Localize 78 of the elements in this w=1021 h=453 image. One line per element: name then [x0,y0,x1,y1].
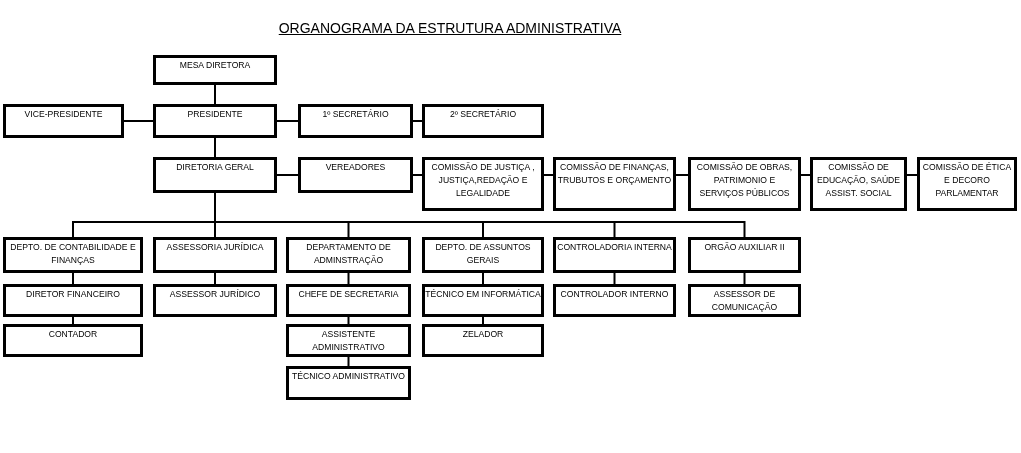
connector-line [214,84,216,105]
org-box [3,104,124,138]
position-label: DIRETOR FINANCEIRO [25,288,121,301]
position-label: VEREADORES [324,161,387,174]
connector-line [412,120,423,122]
connector-line [743,272,746,285]
org-box [553,157,676,211]
org-box [688,237,801,273]
org-box [422,157,544,211]
org-box [810,157,907,211]
position-label: 2º SECRETÁRIO [448,108,518,121]
org-box [153,284,277,317]
org-box [3,284,143,317]
org-box [917,157,1017,211]
org-box [298,104,413,138]
connector-line [482,272,484,285]
org-box [3,324,143,357]
org-box [3,237,143,273]
connector-line [347,272,350,285]
connector-line [543,174,554,176]
position-label: TÉCNICO EM INFORMÁTICA [425,288,541,301]
position-label: COMISSÃO DE OBRAS, PATRIMONIO E SERVIÇOS PÚBLICOS [695,161,794,200]
position-label: VICE-PRESIDENTE [23,108,104,121]
position-label: CONTROLADOR INTERNO [559,288,670,301]
connector-line [906,174,918,176]
position-label: DEPARTAMENTO DE ADMINSTRAÇÃO [305,241,392,267]
chart-title: ORGANOGRAMA DA ESTRUTURA ADMINISTRATIVA [278,20,622,36]
position-label: DEPTO. DE ASSUNTOS GERAIS [434,241,532,267]
org-box [553,284,676,317]
org-box [688,284,801,317]
position-label: ORGÃO AUXILIAR II [703,241,786,254]
position-label: COMISSÃO DE JUSTIÇA , JUSTIÇA,REDAÇÃO E LEGALIDADE [430,161,536,200]
position-label: PRESIDENTE [186,108,244,121]
connector-line [347,356,350,367]
position-label: COMISSÃO DE EDUCAÇÃO, SAÚDE ASSIST. SOCIAL [815,161,902,200]
position-label: CONTROLADORIA INTERNA [556,241,673,254]
position-label: ASSESSOR DE COMUNICAÇÃO [710,288,779,314]
connector-line [214,137,216,158]
org-box [153,157,277,193]
position-label: DIRETORIA GERAL [175,161,255,174]
connector-line [214,272,216,285]
connector-line [72,316,74,325]
position-label: COMISSÃO DE ÉTICA E DECORO PARLAMENTAR [921,161,1013,200]
connector-line [412,174,423,176]
org-box [286,284,411,317]
connector-line [347,316,350,325]
org-box [153,55,277,85]
position-label: ASSESSORIA JURÍDICA [165,241,265,254]
org-box [422,324,544,357]
position-label: ASSESSOR JURÍDICO [168,288,262,301]
org-box [298,157,413,193]
position-label: COMISSÃO DE FINANÇAS, TRUBUTOS E ORÇAMENTO [556,161,673,187]
org-box [286,324,411,357]
connector-line [72,272,74,285]
connector-line [613,272,616,285]
org-box [153,237,277,273]
position-label: TÉCNICO ADMINISTRATIVO [291,370,406,383]
position-label: ASSISTENTE ADMINISTRATIVO [311,328,386,354]
connector-line [276,174,299,176]
org-box [422,237,544,273]
position-label: 1º SECRETÁRIO [321,108,390,121]
org-box [286,366,411,400]
position-label: DEPTO. DE CONTABILIDADE E FINANÇAS [9,241,137,267]
org-box [553,237,676,273]
connector-line [800,174,811,176]
connector-line [276,120,299,122]
connector-line [482,316,484,325]
connector-line [675,174,689,176]
org-box [286,237,411,273]
position-label: CHEFE DE SECRETARIA [297,288,400,301]
position-label: CONTADOR [47,328,99,341]
org-box [422,284,544,317]
position-label: MESA DIRETORA [178,59,252,72]
position-label: ZELADOR [461,328,505,341]
org-box [422,104,544,138]
org-box [153,104,277,138]
connector-line [123,120,154,122]
org-box [688,157,801,211]
